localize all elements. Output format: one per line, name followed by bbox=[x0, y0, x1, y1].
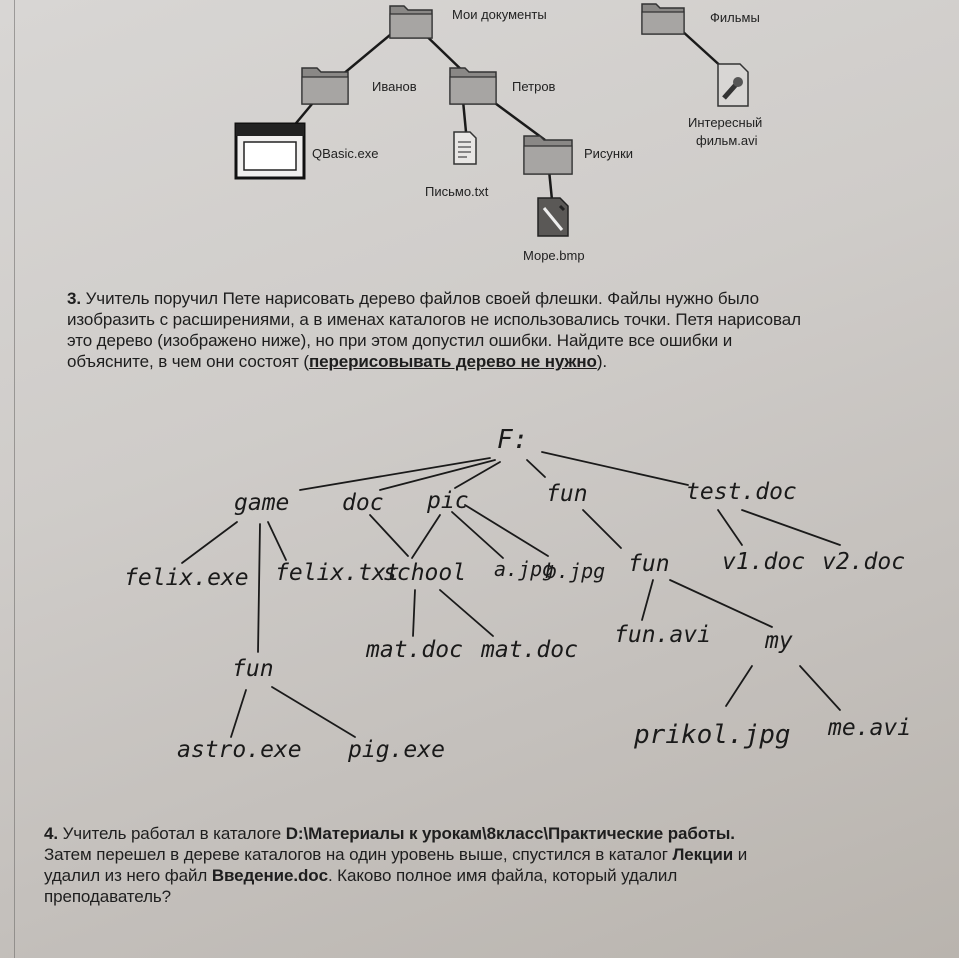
text-file-icon bbox=[452, 130, 478, 166]
underlined-instruction: перерисовывать дерево не нужно bbox=[308, 352, 597, 371]
task-number: 3. bbox=[67, 289, 81, 308]
task-4-line-4: преподаватель? bbox=[44, 887, 172, 906]
video-file-icon bbox=[716, 62, 750, 108]
task-3-line-4: объясните, в чем они состоят (перерисовы… bbox=[67, 351, 947, 372]
tree-node-file: v1.doc bbox=[722, 549, 806, 575]
task-text: Учитель поручил Пете нарисовать дерево ф… bbox=[85, 289, 759, 308]
tree-node-folder: my bbox=[765, 628, 793, 654]
task-3-line-3: это дерево (изображено ниже), но при это… bbox=[67, 331, 733, 350]
folder-ivanov-icon bbox=[300, 62, 350, 106]
folder-label: Петров bbox=[512, 79, 556, 94]
tree-node-file: prikol.jpg bbox=[634, 720, 791, 750]
tree-node-file: b.jpg bbox=[545, 559, 606, 583]
file-label: Море.bmp bbox=[523, 248, 585, 263]
file-label: Интересный bbox=[688, 115, 763, 130]
task-text: ). bbox=[596, 352, 608, 371]
tree-node-folder: doc bbox=[342, 490, 384, 516]
tree-node-file: mat.doc bbox=[481, 637, 578, 663]
tree-node-file: felix.exe bbox=[124, 565, 249, 591]
tree-node-file: felix.txt bbox=[275, 560, 400, 586]
folder-label: Мои документы bbox=[452, 7, 547, 22]
folder-name: Лекции bbox=[672, 845, 734, 864]
task-4-line-3: удалил из него файл Введение.doc. Каково… bbox=[44, 865, 944, 886]
task-4-line-1: 4. Учитель работал в каталоге D:\Материа… bbox=[44, 823, 944, 844]
tree-node-folder: fun bbox=[232, 656, 274, 682]
task-text: объясните, в чем они состоят ( bbox=[67, 352, 309, 371]
margin-line bbox=[14, 0, 15, 958]
tree-node-folder: game bbox=[234, 490, 290, 516]
file-label: QBasic.exe bbox=[312, 146, 379, 161]
task-4-line-2: Затем перешел в дереве каталогов на один… bbox=[44, 844, 944, 865]
task-text: Учитель работал в каталоге bbox=[62, 824, 286, 843]
file-name: Введение.doc bbox=[211, 866, 328, 885]
tree-node-file: v2.doc bbox=[822, 549, 906, 575]
task-number: 4. bbox=[44, 824, 58, 843]
task-text: Затем перешел в дереве каталогов на один… bbox=[44, 845, 673, 864]
tree-node-file: astro.exe bbox=[177, 737, 302, 763]
tree-node-folder: fun bbox=[628, 551, 670, 577]
file-label: фильм.avi bbox=[696, 133, 758, 148]
directory-path: D:\Материалы к урокам\8класс\Практически… bbox=[285, 824, 735, 843]
tree-node-folder: fun bbox=[546, 481, 588, 507]
folder-films-icon bbox=[640, 0, 686, 36]
folder-label: Фильмы bbox=[710, 10, 760, 25]
task-text: удалил из него файл bbox=[44, 866, 212, 885]
tree-node-folder: pic bbox=[427, 488, 469, 514]
folder-label: Рисунки bbox=[584, 146, 634, 161]
tree-node-file: test.doc bbox=[686, 479, 797, 505]
folder-pictures-icon bbox=[522, 130, 574, 176]
image-file-icon bbox=[536, 196, 570, 238]
tree-node-file: fun.avi bbox=[614, 622, 711, 648]
task-text: и bbox=[733, 845, 748, 864]
tree-node-file: mat.doc bbox=[366, 637, 463, 663]
file-label: Письмо.txt bbox=[425, 184, 489, 199]
task-3-line-1: 3. Учитель поручил Пете нарисовать дерев… bbox=[67, 288, 947, 309]
tree-node-file: me.avi bbox=[828, 715, 912, 741]
task-3-line-2: изобразить с расширениями, а в именах ка… bbox=[67, 310, 801, 329]
task-text: . Каково полное имя файла, который удали… bbox=[327, 866, 678, 885]
folder-petrov-icon bbox=[448, 62, 498, 106]
folder-my-documents-icon bbox=[388, 0, 434, 40]
tree-node-file: pig.exe bbox=[348, 737, 445, 763]
tree-node-folder: school bbox=[383, 560, 467, 586]
tree-node-file: a.jpg bbox=[494, 557, 555, 581]
task-4-text: 4. Учитель работал в каталоге D:\Материа… bbox=[44, 823, 944, 907]
folder-label: Иванов bbox=[372, 79, 417, 94]
tree-node-root: F: bbox=[497, 425, 529, 455]
exe-window-icon bbox=[234, 122, 306, 180]
task-3-text: 3. Учитель поручил Пете нарисовать дерев… bbox=[67, 288, 947, 372]
